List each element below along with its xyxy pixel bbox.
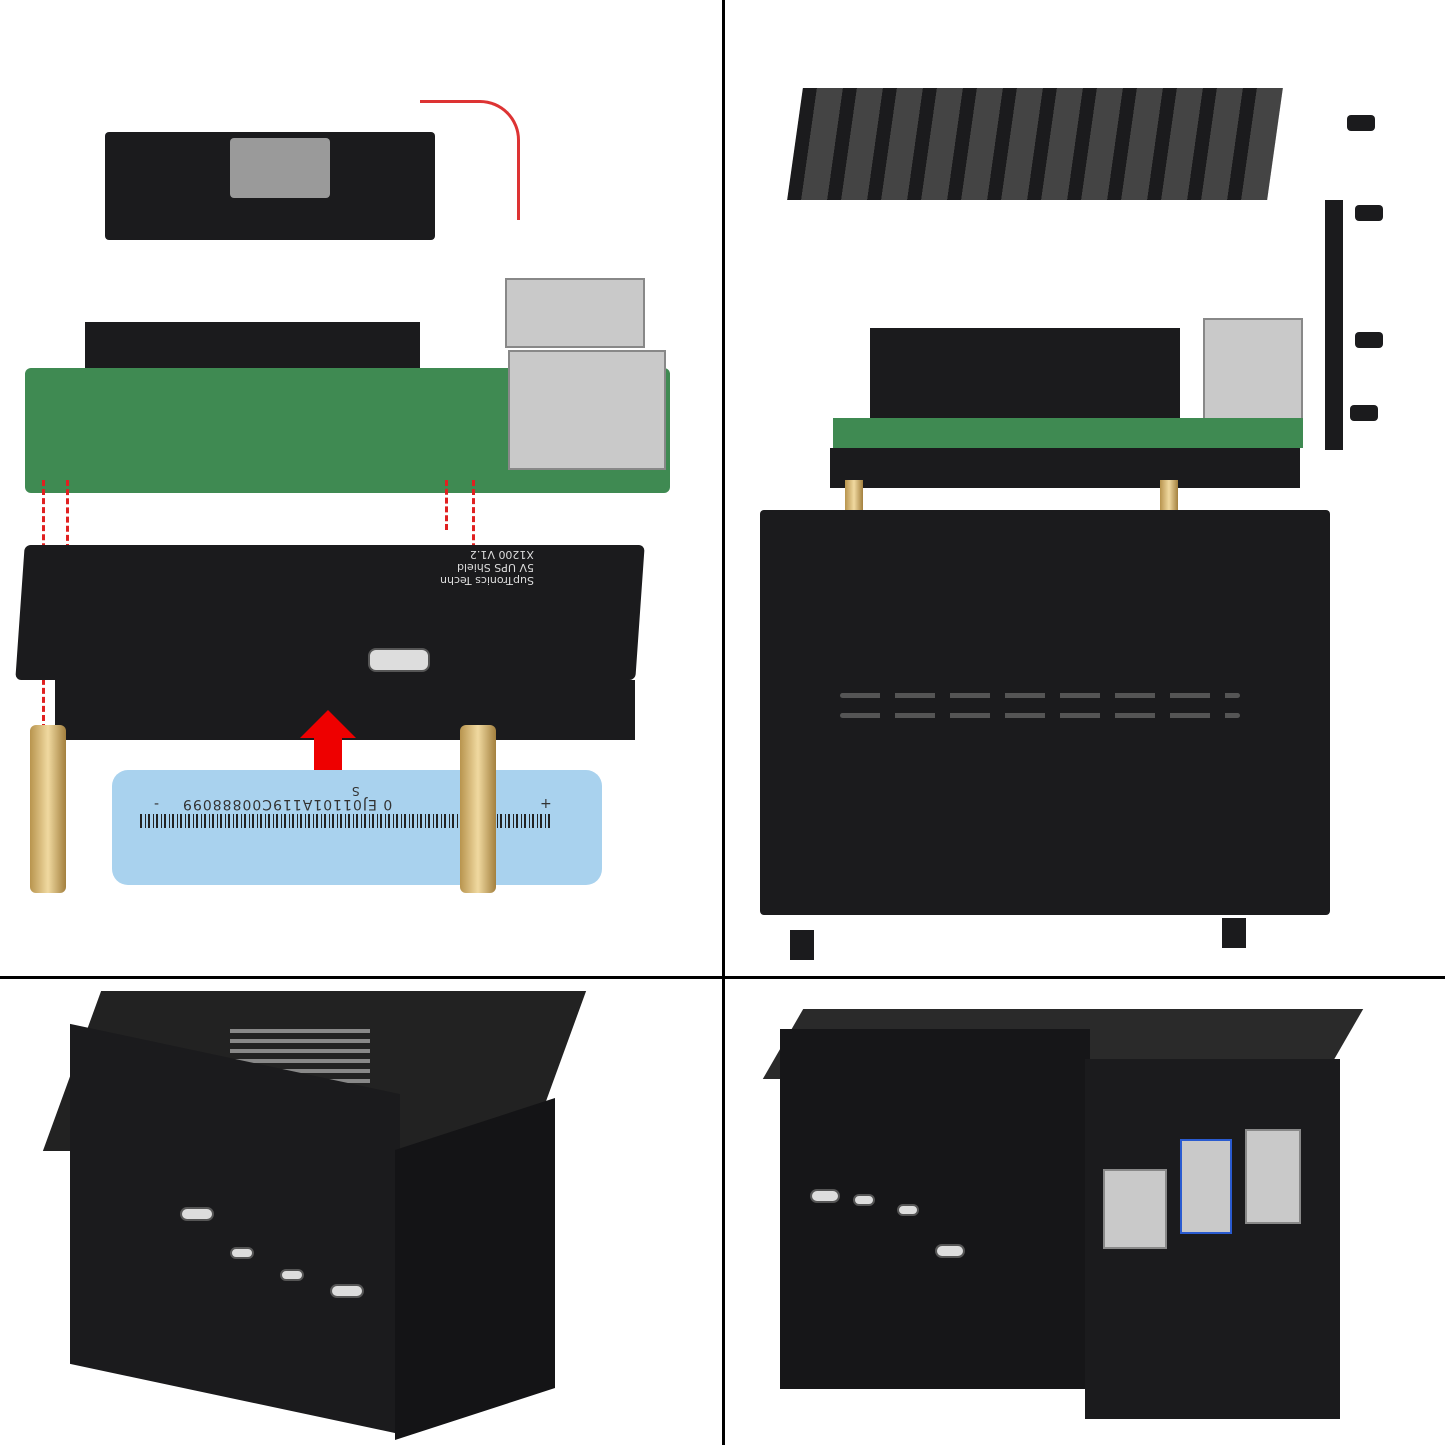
panel-exploded-assembly: X1200 V1.2 5V UPS Shield SupTronics Tech… [0, 0, 722, 976]
ups-board [830, 448, 1300, 488]
foot-screw-icon [790, 930, 814, 960]
usb-c-port [810, 1189, 840, 1203]
heatsink [870, 328, 1180, 420]
board-text-line3: X1200 V1.2 [469, 548, 534, 561]
battery-serial: 0 EJ01101A119C00888099 [182, 796, 393, 812]
usb-c-port [935, 1244, 965, 1258]
usb-ports [505, 278, 645, 348]
alignment-line-right2 [445, 480, 448, 530]
board-text-line2: 5V UPS Shield [456, 561, 534, 574]
pi-board [833, 418, 1303, 448]
vent-slots [840, 693, 1240, 698]
vent-slots [840, 713, 1240, 718]
case-base [760, 510, 1330, 915]
case-front [70, 1023, 400, 1435]
screw-icon [1355, 332, 1383, 348]
screw-icon [1355, 205, 1383, 221]
standoff-left [30, 725, 66, 893]
case-lid-side [1325, 200, 1343, 450]
battery-minus: - [154, 796, 160, 812]
gpio-header [85, 322, 420, 370]
board-text-line1: SupTronics Techn [440, 574, 534, 587]
panel-closed-case-top-view [0, 979, 722, 1445]
micro-hdmi-port [230, 1247, 254, 1259]
insert-arrow-icon [300, 710, 356, 776]
ups-shield-board [15, 545, 645, 680]
usb-c-port [330, 1284, 364, 1298]
vertical-divider [722, 0, 725, 1445]
board-label: X1200 V1.2 5V UPS Shield SupTronics Tech… [440, 548, 534, 587]
ethernet-port [1103, 1169, 1167, 1249]
usb3-ports [1180, 1139, 1232, 1234]
usb-c-port [180, 1207, 214, 1221]
alignment-line-left2 [66, 480, 69, 550]
case-left-side [780, 1029, 1090, 1389]
panel-closed-case-ports-view [725, 979, 1445, 1445]
screw-icon [1347, 115, 1375, 131]
case-lid [787, 88, 1283, 200]
ethernet-port [508, 350, 666, 470]
usb2-ports [1245, 1129, 1301, 1224]
battery-barcode [140, 814, 550, 828]
standoff-right [460, 725, 496, 893]
micro-hdmi-port [280, 1269, 304, 1281]
screw-icon [1350, 405, 1378, 421]
case-side [395, 1098, 555, 1440]
fan-icon [230, 138, 330, 198]
panel-case-assembly [725, 0, 1445, 976]
battery-18650: S - 0 EJ01101A119C00888099 + [112, 770, 602, 885]
usb-c-port [368, 648, 430, 672]
horizontal-divider [0, 976, 1445, 979]
micro-hdmi-port [853, 1194, 875, 1206]
foot-screw-icon [1222, 918, 1246, 948]
micro-hdmi-port [897, 1204, 919, 1216]
fan-cable [420, 100, 520, 220]
battery-plus: + [540, 796, 552, 812]
